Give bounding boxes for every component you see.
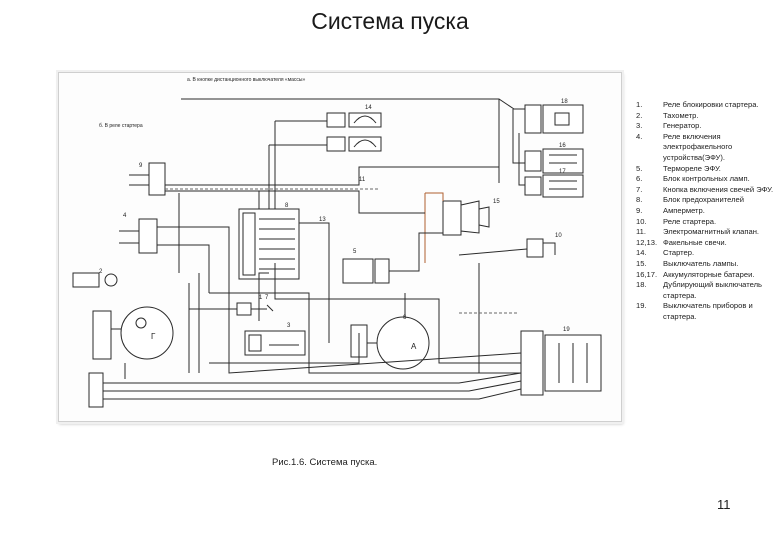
component-number: 18 [561, 99, 568, 105]
slide-title: Система пуска [311, 8, 469, 34]
legend-item-number: 12,13. [636, 237, 658, 247]
legend-item-text: Реле стартера. [663, 216, 717, 226]
component-number: 7 [265, 295, 269, 301]
component-number: 16 [559, 143, 566, 149]
component-number: 3 [287, 323, 291, 329]
legend-item: 16,17. Аккумуляторные батареи. [636, 270, 776, 281]
component-number: 9 [139, 163, 143, 169]
legend-item-number: 15. [636, 258, 647, 268]
page-number: 11 [717, 497, 731, 512]
wiring-diagram-svg: а. В кнопке дистанционного выключателя «… [72, 77, 602, 408]
legend-item: 1. Реле блокировки стартера. [636, 100, 776, 111]
legend-item-text: Блок контрольных ламп. [663, 174, 750, 184]
legend: 1.Реле блокировки стартера.2.Тахометр.3.… [636, 100, 776, 322]
legend-item-text: Выключатель лампы. [663, 258, 739, 268]
legend-item-text: Факельные свечи. [663, 237, 727, 247]
component-number: 5 [353, 249, 357, 255]
component-number: 8 [285, 203, 289, 209]
legend-item-text: Электромагнитный клапан. [663, 227, 760, 237]
legend-item-text: Генератор. [663, 121, 702, 131]
legend-item: 14. Стартер. [636, 248, 776, 259]
wiring-diagram: а. В кнопке дистанционного выключателя «… [58, 72, 622, 422]
legend-item-number: 14. [636, 248, 647, 258]
legend-item-text: Стартер. [663, 248, 695, 258]
legend-item-text: Реле блокировки стартера. [663, 100, 759, 109]
component-number: 10 [555, 233, 562, 239]
legend-item-number: 5. [636, 163, 643, 173]
legend-item-number: 16,17. [636, 269, 658, 279]
component-number: 13 [319, 217, 326, 223]
legend-item-number: 8. [636, 195, 643, 205]
legend-item-number: 18. [636, 280, 647, 290]
legend-item-text: Кнопка включения свечей ЭФУ. [663, 184, 774, 194]
legend-item-number: 11. [636, 227, 646, 237]
legend-item-number: 2. [636, 110, 643, 120]
component-number: 11 [359, 177, 366, 183]
legend-item: 19. Выключатель приборов и стартера. [636, 301, 776, 322]
legend-item-number: 4. [636, 131, 643, 141]
legend-item-text: Дублирующий выключатель стартера. [663, 280, 762, 300]
legend-item: 3. Генератор. [636, 121, 776, 132]
component-number: 4 [123, 213, 127, 219]
legend-item-number: 3. [636, 121, 643, 131]
component-number: 6 [403, 315, 407, 321]
legend-item-number: 1. [636, 100, 643, 109]
legend-item-number: 6. [636, 174, 643, 184]
legend-item: 10. Реле стартера. [636, 217, 776, 228]
legend-item: 6. Блок контрольных ламп. [636, 174, 776, 185]
ammeter-label: A [411, 342, 417, 351]
component-number: 15 [493, 199, 500, 205]
legend-item: 2. Тахометр. [636, 111, 776, 122]
note-b: б. В реле стартера [99, 123, 143, 129]
component-number: 17 [559, 169, 566, 175]
legend-item-number: 7. [636, 184, 643, 194]
legend-item: 11. Электромагнитный клапан. [636, 227, 776, 238]
legend-item-text: Термореле ЭФУ. [663, 163, 721, 173]
legend-item: 9. Амперметр. [636, 206, 776, 217]
legend-item: 12,13. Факельные свечи. [636, 238, 776, 249]
legend-item-number: 10. [636, 216, 647, 226]
component-number: 1 [259, 295, 263, 301]
legend-item-text: Амперметр. [663, 205, 705, 215]
legend-item: 7. Кнопка включения свечей ЭФУ. [636, 185, 776, 196]
figure-caption: Рис.1.6. Система пуска. [272, 457, 378, 468]
legend-item-number: 19. [636, 301, 647, 311]
legend-item-text: Тахометр. [663, 110, 699, 120]
note-a: а. В кнопке дистанционного выключателя «… [187, 77, 306, 83]
legend-item-text: Аккумуляторные батареи. [663, 269, 755, 279]
component-number: 2 [99, 269, 103, 275]
legend-item: 4. Реле включения электрофакельного устро… [636, 132, 776, 164]
legend-item-number: 9. [636, 205, 643, 215]
legend-item-text: Блок предохранителей [663, 195, 744, 205]
component-number: 19 [563, 327, 570, 333]
legend-item-text: Реле включения электрофакельного устройс… [663, 131, 733, 162]
legend-item-text: Выключатель приборов и стартера. [663, 301, 753, 321]
legend-item: 15. Выключатель лампы. [636, 259, 776, 270]
legend-item: 5. Термореле ЭФУ. [636, 164, 776, 175]
generator-label: Г [151, 332, 156, 341]
legend-item: 8. Блок предохранителей [636, 195, 776, 206]
component-number: 14 [365, 105, 372, 111]
legend-item: 18. Дублирующий выключатель стартера. [636, 280, 776, 301]
